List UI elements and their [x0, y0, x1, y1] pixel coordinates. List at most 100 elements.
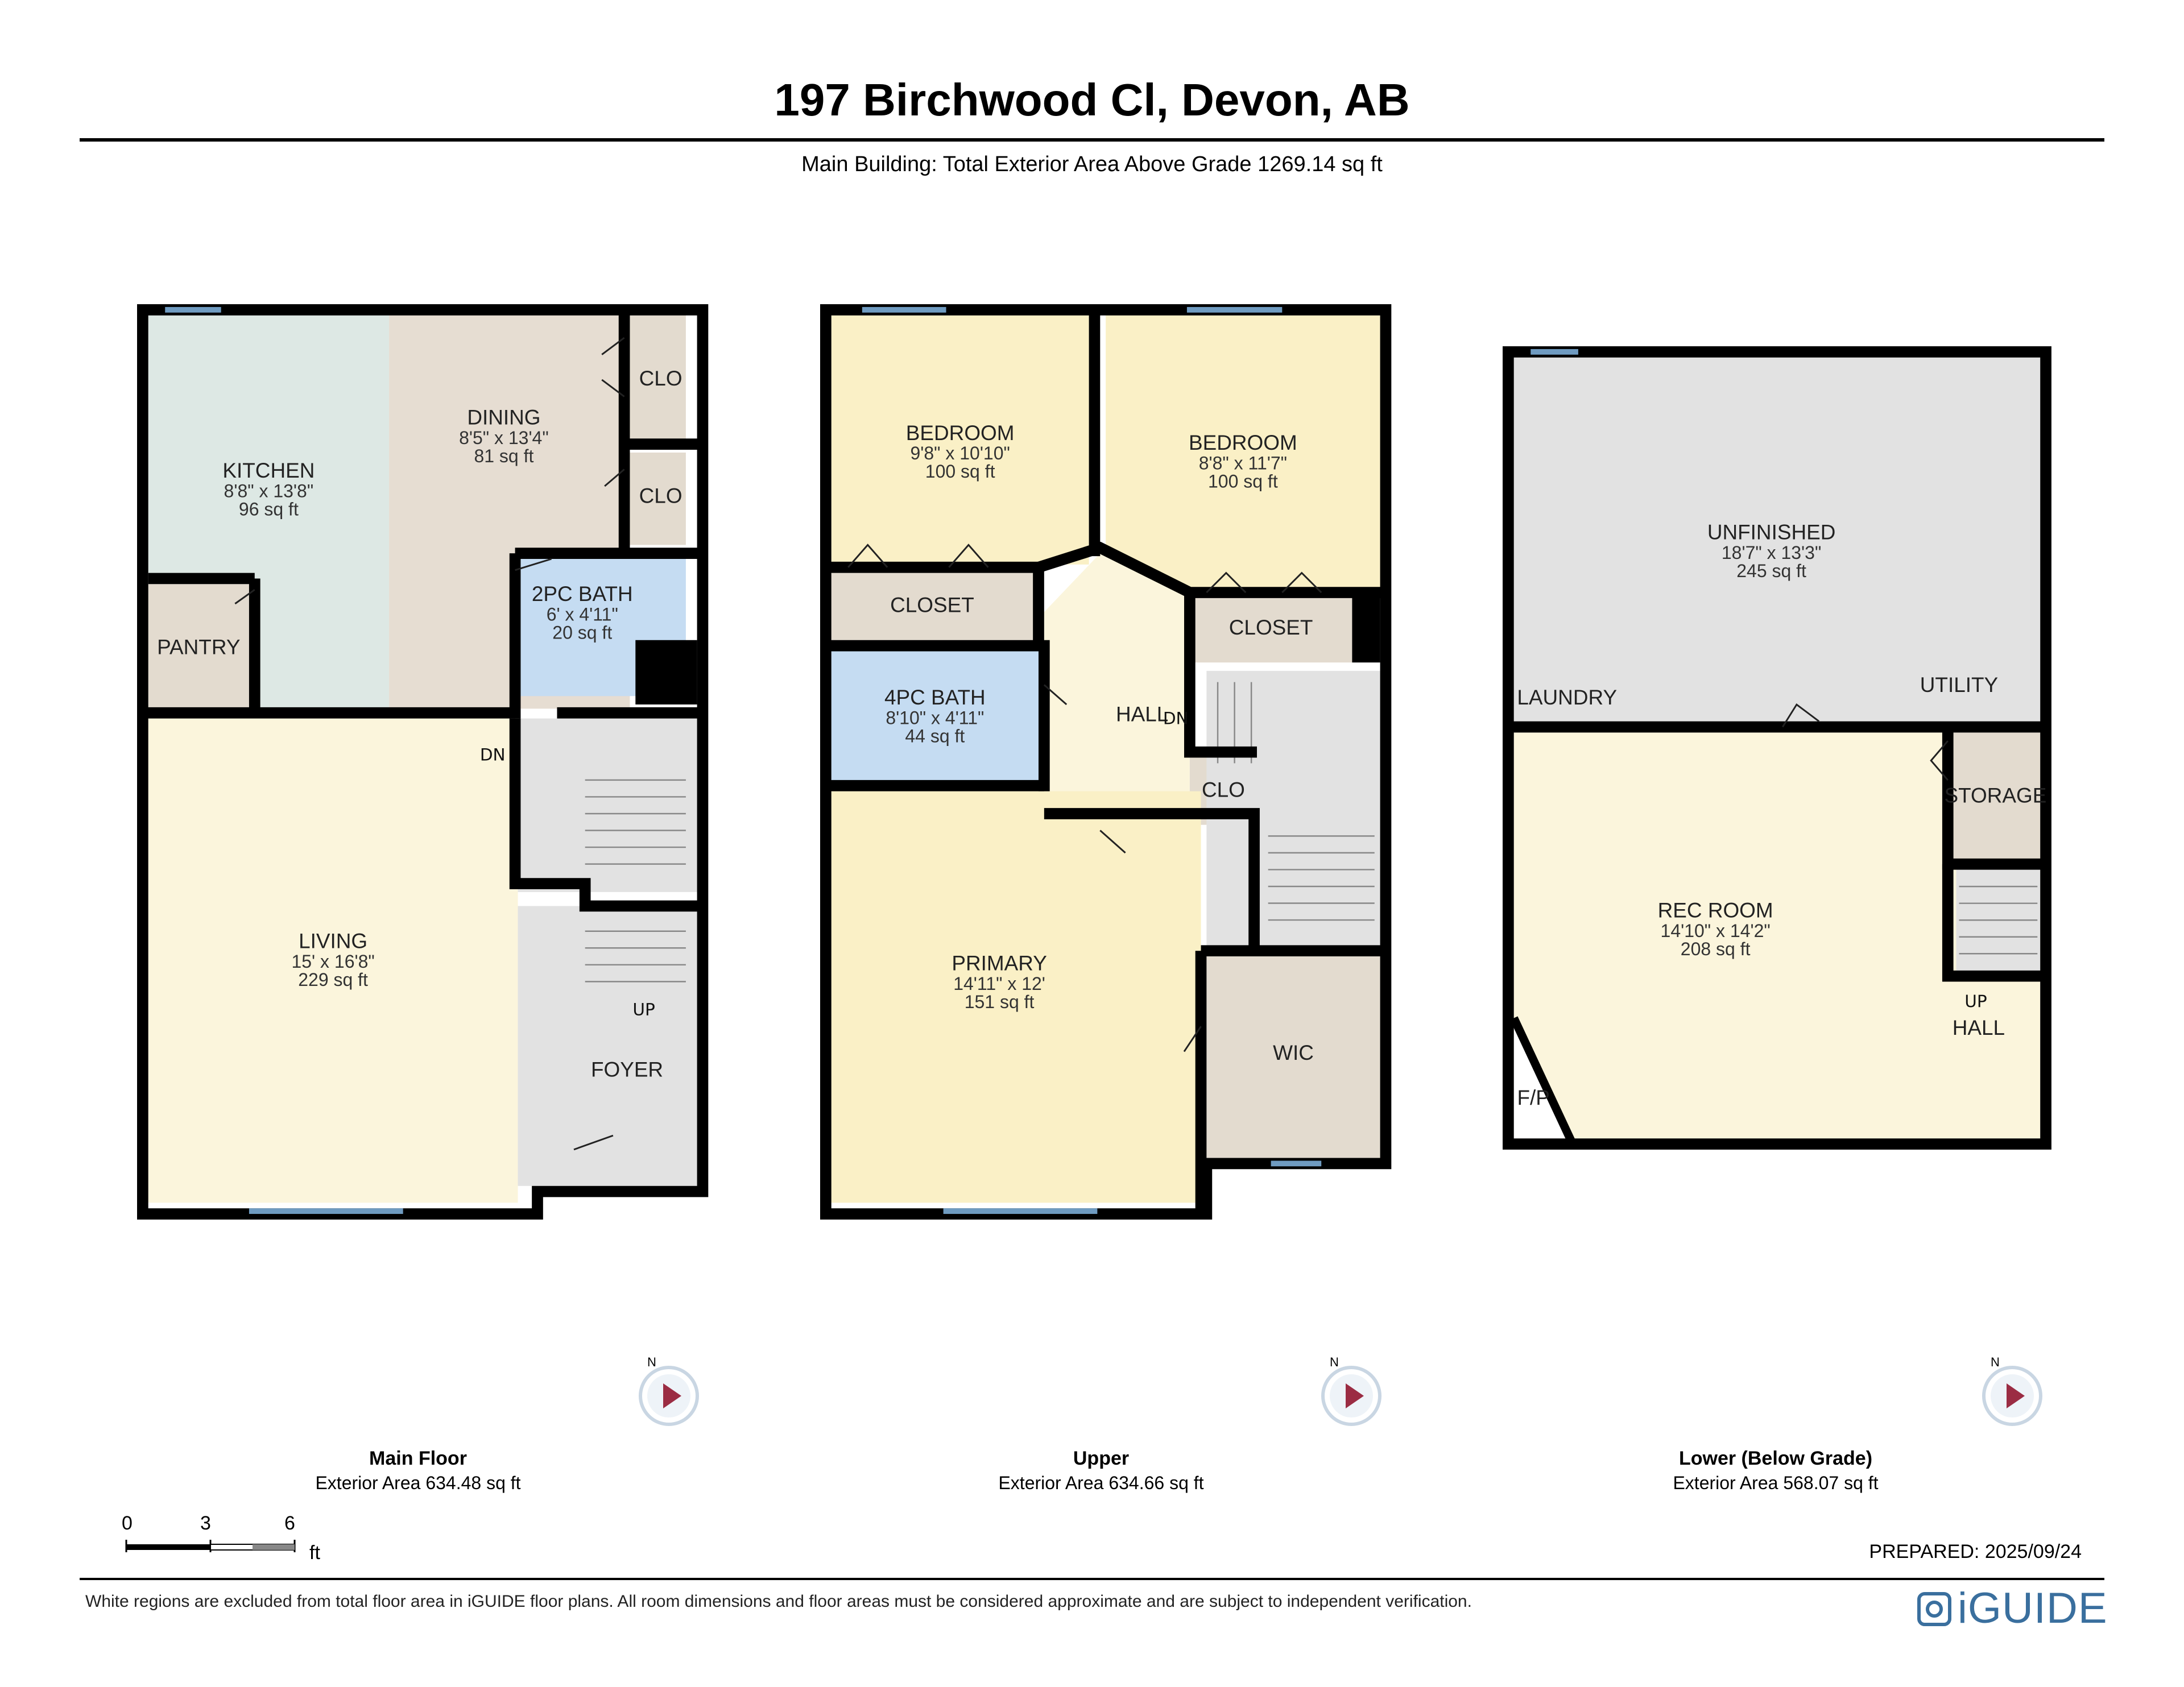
room-name: UNFINISHED	[1707, 521, 1836, 544]
chimney-block	[1352, 592, 1380, 663]
stair-down-mark: DN	[1163, 708, 1189, 728]
room-name: CLO	[1202, 778, 1245, 801]
closet-room	[630, 315, 686, 442]
foyer-room	[518, 906, 697, 1186]
room-area: 208 sq ft	[1681, 939, 1751, 959]
door-swings	[1782, 703, 1949, 781]
closet-room	[1192, 595, 1352, 663]
floor-name: Main Floor	[369, 1448, 467, 1469]
room-name: KITCHEN	[222, 459, 315, 482]
iguide-logo-text: iGUIDE	[1958, 1584, 2108, 1632]
page-subtitle: Main Building: Total Exterior Area Above…	[801, 152, 1383, 176]
floor-name: Upper	[1073, 1448, 1130, 1469]
floor-area: Exterior Area 568.07 sq ft	[1673, 1473, 1879, 1493]
room-name: BEDROOM	[906, 421, 1015, 445]
scale-unit: ft	[309, 1542, 320, 1564]
room-name: F/P	[1517, 1086, 1549, 1109]
room-area: 96 sq ft	[239, 499, 299, 520]
room-dims: 18'7" x 13'3"	[1722, 542, 1821, 563]
door-swings	[847, 544, 1322, 1052]
room-dims: 8'8" x 11'7"	[1199, 453, 1287, 473]
room-area: 20 sq ft	[552, 622, 612, 643]
window	[165, 306, 221, 313]
room-name: PANTRY	[157, 635, 240, 658]
closet-room	[831, 570, 1036, 640]
scale-graphic	[125, 1540, 296, 1552]
stairs-area	[518, 718, 697, 892]
compass-north-label: N	[647, 1355, 656, 1369]
disclaimer-text: White regions are excluded from total fl…	[85, 1592, 1472, 1611]
bedroom-room	[1106, 315, 1380, 593]
main-floor-plan: KITCHEN 8'8" x 13'8" 96 sq ft DINING 8'5…	[137, 304, 709, 1220]
room-name: REC ROOM	[1658, 898, 1773, 922]
title-divider	[80, 138, 2104, 142]
room-name: LIVING	[299, 929, 367, 952]
room-dims: 9'8" x 10'10"	[910, 443, 1010, 463]
room-name: CLOSET	[890, 594, 974, 617]
scale-tick-label: 0	[122, 1512, 133, 1534]
page-title: 197 Birchwood Cl, Devon, AB	[774, 74, 1410, 125]
room-name: LAUNDRY	[1517, 686, 1617, 709]
hall-room	[1044, 553, 1190, 816]
pantry-room	[148, 584, 260, 709]
storage-room	[1947, 732, 2041, 859]
stair-treads	[585, 779, 686, 983]
room-name: STORAGE	[1945, 784, 2047, 807]
room-dims: 8'8" x 13'8"	[224, 481, 314, 501]
room-area: 245 sq ft	[1736, 561, 1806, 581]
floor-area: Exterior Area 634.66 sq ft	[998, 1473, 1204, 1493]
room-area: 229 sq ft	[298, 969, 368, 990]
walls	[137, 304, 709, 1220]
scale-tick-label: 3	[200, 1512, 211, 1534]
upper-floor-plan: BEDROOM 9'8" x 10'10" 100 sq ft BEDROOM …	[820, 304, 1392, 1220]
window	[1186, 306, 1283, 313]
bedroom-room	[831, 315, 1089, 565]
compass-north-label: N	[1330, 1355, 1339, 1369]
room-dims: 15' x 16'8"	[291, 951, 374, 972]
room-area: 81 sq ft	[474, 446, 533, 466]
compass-north-label: N	[1991, 1355, 2000, 1369]
room-name: HALL	[1116, 703, 1168, 726]
room-name: WIC	[1273, 1041, 1314, 1064]
stair-down-mark: DN	[480, 745, 506, 764]
scale-tick-label: 6	[284, 1512, 295, 1534]
room-dims: 6' x 4'11"	[547, 604, 618, 624]
room-dims: 8'10" x 4'11"	[886, 707, 984, 728]
compass-icon: N	[1321, 1355, 1381, 1426]
wic-room	[1206, 956, 1380, 1158]
room-name: CLO	[639, 367, 682, 390]
room-area: 151 sq ft	[965, 992, 1035, 1012]
room-area: 100 sq ft	[1208, 471, 1278, 491]
living-room	[148, 718, 518, 1203]
closet-room	[630, 452, 686, 545]
chimney-block	[635, 640, 697, 704]
floor-area: Exterior Area 634.48 sq ft	[315, 1473, 521, 1493]
room-name: FOYER	[591, 1058, 663, 1081]
iguide-logo-icon	[1917, 1592, 1951, 1626]
stair-up-mark: UP	[632, 1000, 655, 1019]
window	[1271, 1160, 1322, 1167]
room-name: CLOSET	[1229, 616, 1313, 639]
window	[943, 1208, 1098, 1214]
stair-up-mark: UP	[1964, 992, 1987, 1011]
floor-name: Lower (Below Grade)	[1678, 1448, 1873, 1469]
room-dims: 14'11" x 12'	[953, 973, 1045, 994]
room-name: 2PC BATH	[532, 582, 633, 606]
window	[249, 1208, 403, 1214]
compass-icon: N	[1982, 1355, 2042, 1426]
room-area: 100 sq ft	[925, 461, 995, 482]
door-swings	[234, 337, 625, 1151]
prepared-date: PREPARED: 2025/09/24	[1869, 1541, 2082, 1562]
room-dims: 14'10" x 14'2"	[1661, 921, 1771, 941]
footer-divider	[80, 1578, 2104, 1580]
room-name: BEDROOM	[1189, 431, 1297, 454]
primary-room	[831, 791, 1201, 1203]
walls	[820, 304, 1392, 1220]
iguide-logo: iGUIDE	[1917, 1584, 2107, 1635]
unfinished-room	[1513, 357, 2041, 722]
stair-treads	[1959, 885, 2038, 955]
room-area: 44 sq ft	[905, 726, 965, 746]
room-name: DINING	[467, 406, 540, 429]
lower-floor-plan: UNFINISHED 18'7" x 13'3" 245 sq ft LAUND…	[1503, 346, 2051, 1150]
